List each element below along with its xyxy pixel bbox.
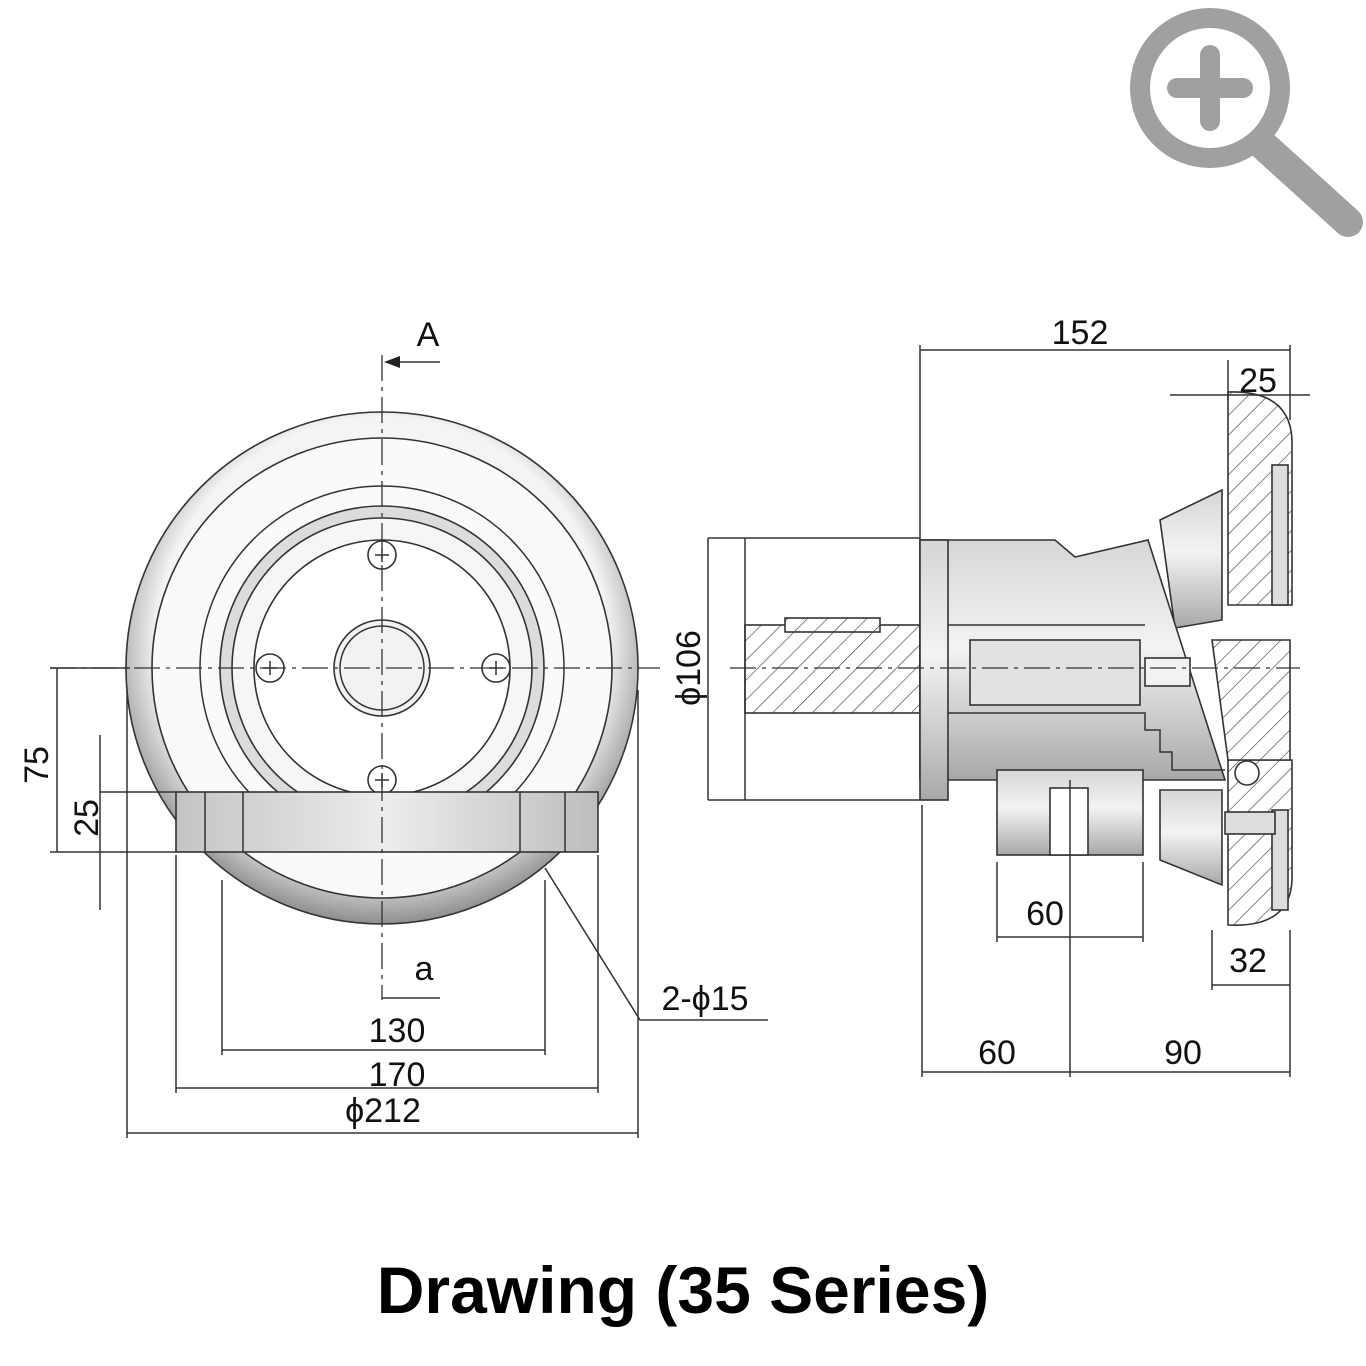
side-view: ϕ106 152 25 60 32 60 90 <box>670 314 1310 1077</box>
dim-height-75: 75 <box>18 746 56 784</box>
base-bracket <box>175 791 599 853</box>
dim-overall-length: 152 <box>1052 314 1109 352</box>
dim-mounting-holes: 2-ϕ15 <box>661 980 748 1018</box>
key-slot <box>969 639 1141 706</box>
zoom-in-icon[interactable] <box>1130 8 1363 237</box>
dim-wheel-offset: 32 <box>1229 942 1267 980</box>
front-view: A a 75 25 130 170 ϕ212 2-ϕ15 <box>18 316 768 1138</box>
dim-hole-spacing: 130 <box>369 1012 426 1050</box>
dim-rear-length: 90 <box>1164 1034 1202 1072</box>
dim-shaft-diameter: ϕ106 <box>670 630 708 706</box>
shaft-section <box>744 624 921 714</box>
dim-foot-width: 60 <box>1026 895 1064 933</box>
dim-base-width: 170 <box>369 1056 426 1094</box>
dim-wheel-diameter: ϕ212 <box>345 1092 421 1130</box>
drawing-title: Drawing (35 Series) <box>376 1253 990 1327</box>
dim-wheel-thickness: 25 <box>1239 362 1277 400</box>
view-marker-label: a <box>415 950 434 988</box>
dim-front-length: 60 <box>978 1034 1016 1072</box>
section-marker-label: A <box>417 316 440 354</box>
dim-base-25: 25 <box>68 799 106 837</box>
